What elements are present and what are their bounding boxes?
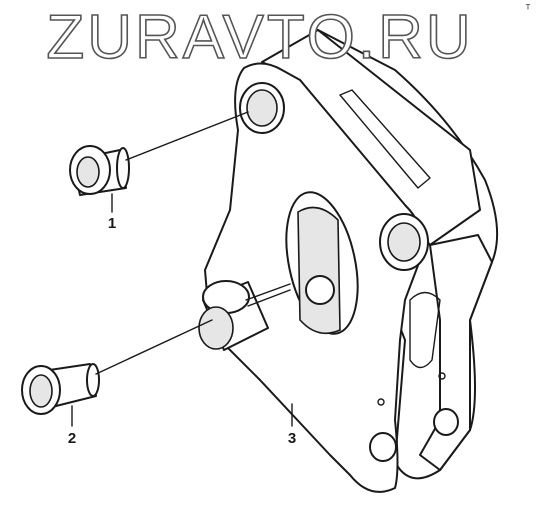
bushing-1-end [116,147,130,189]
bracket-bottom-hole-right [433,408,459,436]
bracket-lower-leg [419,234,493,471]
bracket-small-hole [377,398,385,406]
assembly-line-2 [95,319,213,375]
bracket-bottom-hole-left [369,432,397,462]
bracket-pin [247,289,291,307]
callout-label-1: 1 [108,215,116,232]
callout-label-3: 3 [288,430,296,447]
bracket-top-bore-inner [246,89,278,127]
watermark: ZURAVTO.RU [46,3,473,72]
bracket-part-3 [198,29,499,493]
bracket-small-hole [438,372,446,380]
bushing-2-bore [29,374,53,408]
bracket-right-bore-inner [387,222,421,262]
bushing-part-2 [21,363,100,415]
callout-label-2: 2 [68,430,76,447]
bracket-inner-boss [305,275,335,305]
assembly-line-1 [125,111,249,161]
bracket-slot [339,89,431,189]
bracket-opening-interior [297,206,341,335]
bracket-leg-window [409,291,441,369]
bracket-pin [245,283,291,301]
corner-mark: ᵀ [526,3,531,15]
bushing-1-bore [76,156,100,188]
bushing-2-end [86,363,100,397]
bracket-lower-bore-inner [198,306,234,350]
bushing-part-1 [69,145,130,196]
